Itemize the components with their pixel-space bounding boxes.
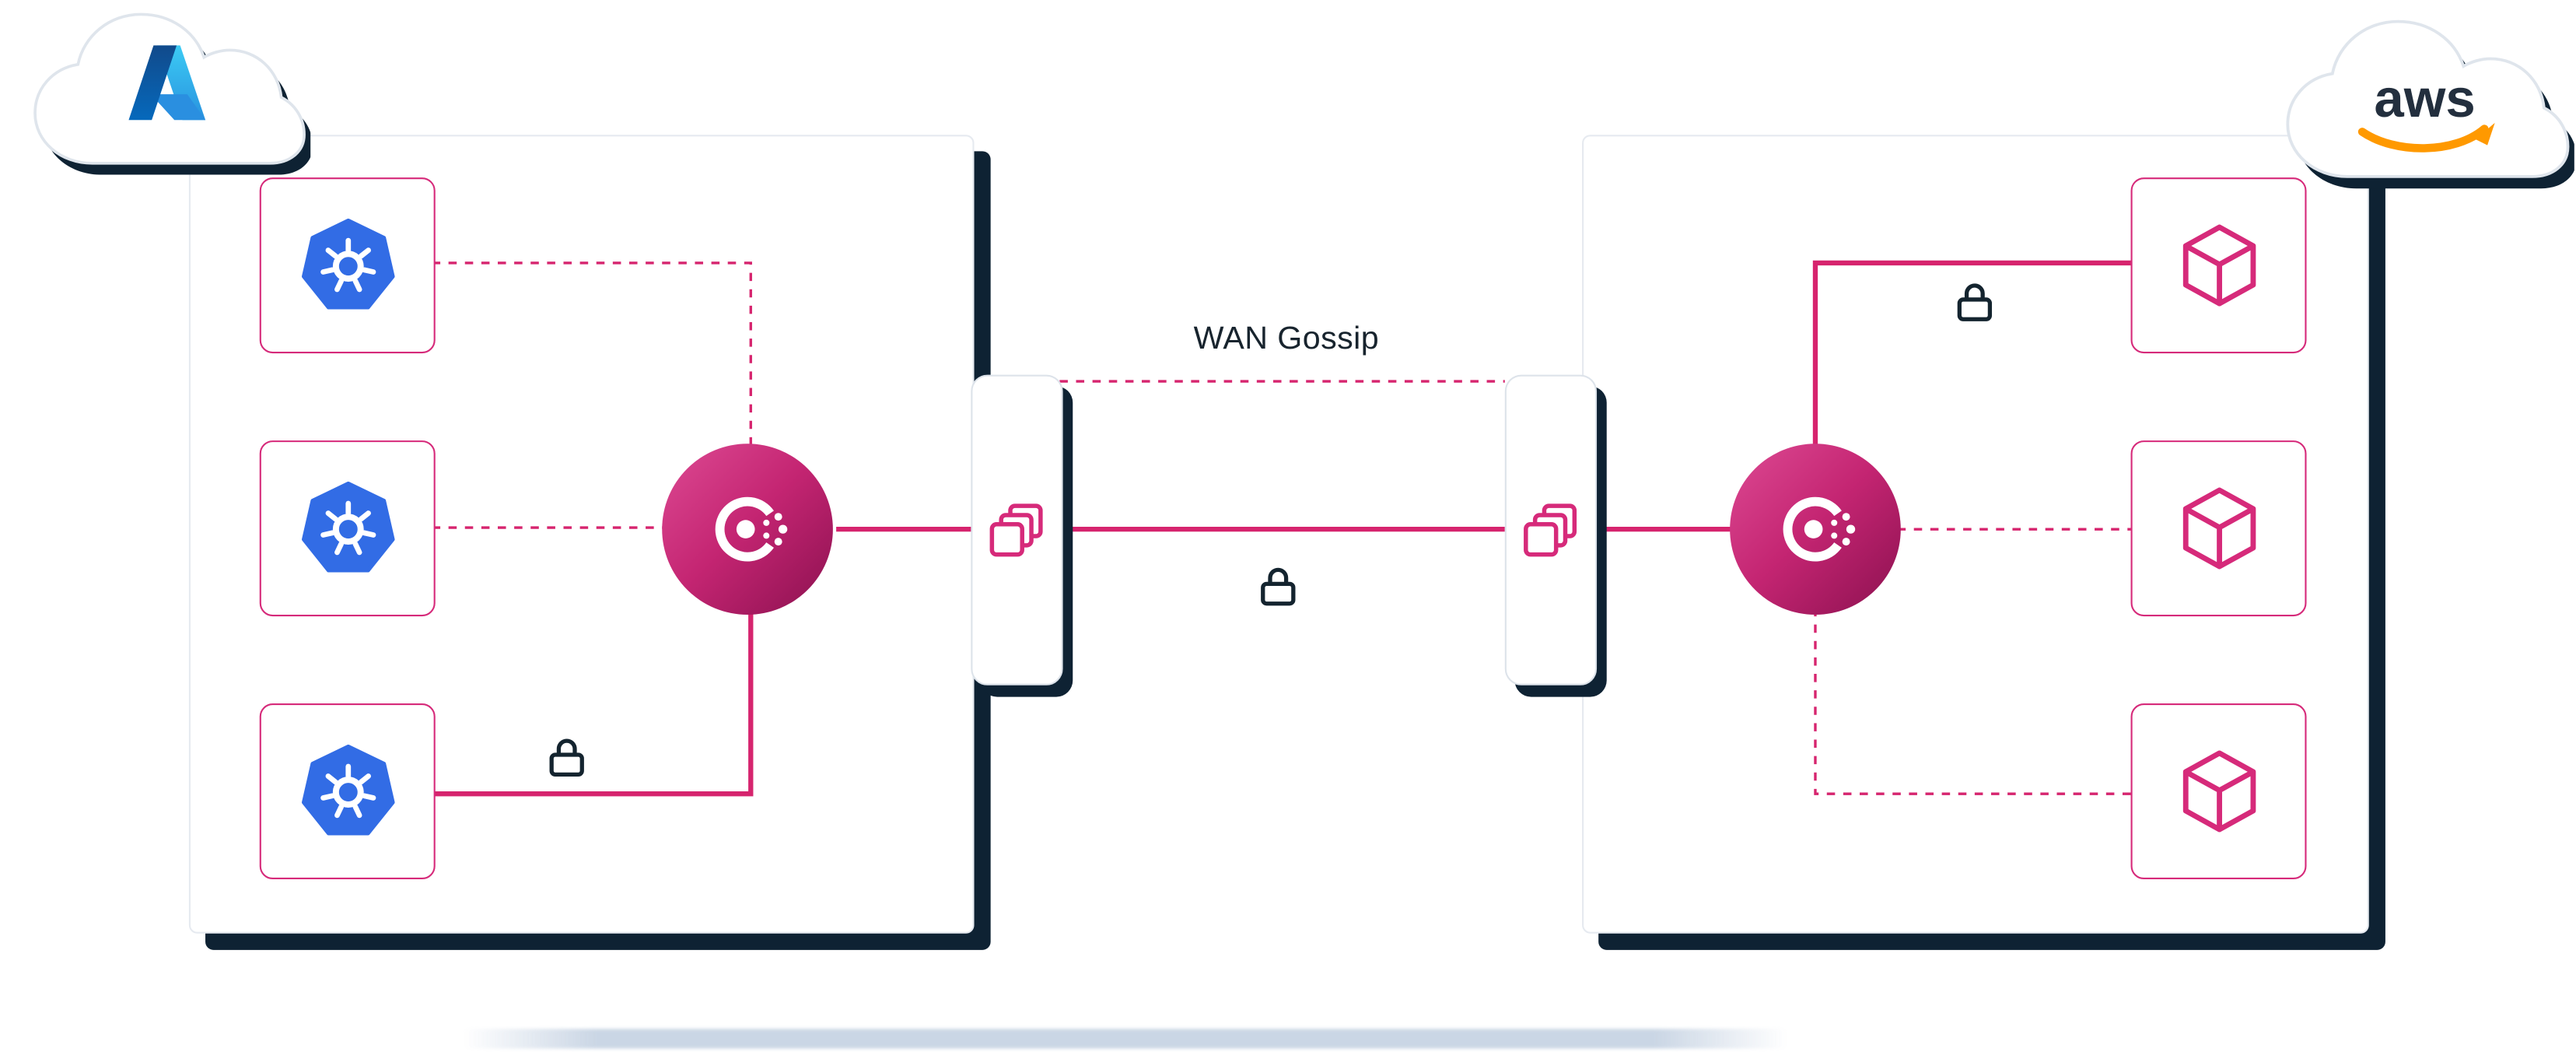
consul-icon xyxy=(1783,496,1856,562)
aws-cloud: aws xyxy=(2286,19,2574,189)
mesh-gateway-right xyxy=(1504,374,1598,686)
kubernetes-icon xyxy=(300,743,394,835)
kubernetes-icon xyxy=(300,480,394,572)
aws-logo: aws xyxy=(2357,68,2495,153)
kubernetes-node-box-2 xyxy=(259,440,436,617)
mesh-gateway-icon xyxy=(1524,503,1577,556)
consul-server-right xyxy=(1730,444,1901,615)
cloud-shape xyxy=(2286,19,2570,178)
kubernetes-icon xyxy=(300,217,394,309)
aws-logo-text: aws xyxy=(2374,68,2475,128)
aws-smile-arrow xyxy=(2357,124,2489,153)
service-cube-icon xyxy=(2182,223,2256,306)
service-node-box-2 xyxy=(2130,440,2307,617)
service-cube-icon xyxy=(2182,749,2256,832)
service-node-box-1 xyxy=(2130,177,2307,354)
service-cube-icon xyxy=(2182,486,2256,569)
consul-server-left xyxy=(662,444,833,615)
azure-logo xyxy=(128,45,206,121)
lock-icon xyxy=(1957,283,1993,321)
cloud-shape xyxy=(33,12,306,165)
kubernetes-node-box-3 xyxy=(259,703,436,880)
wan-gossip-label: WAN Gossip xyxy=(1193,320,1380,357)
lock-icon xyxy=(549,738,584,777)
service-node-box-3 xyxy=(2130,703,2307,880)
bottom-shadow-strip xyxy=(463,1029,1788,1049)
kubernetes-node-box-1 xyxy=(259,177,436,354)
mesh-gateway-icon xyxy=(989,503,1043,556)
consul-icon xyxy=(715,496,788,562)
lock-icon xyxy=(1261,567,1296,606)
aws-arrow-head xyxy=(2475,122,2495,146)
mesh-gateway-left xyxy=(971,374,1063,686)
azure-cloud xyxy=(33,12,311,175)
